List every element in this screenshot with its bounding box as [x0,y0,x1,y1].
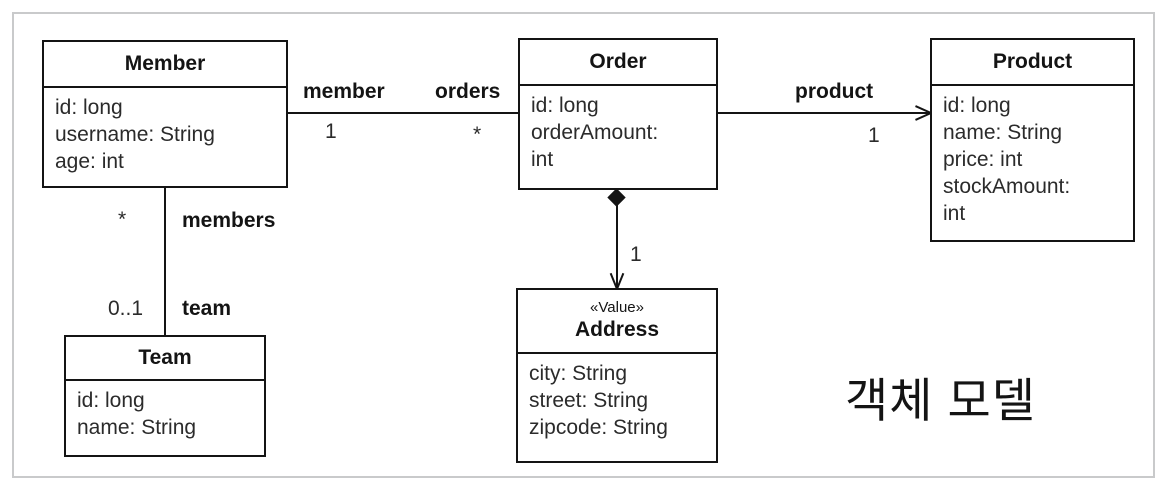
association-multiplicity-team: 0..1 [108,297,144,320]
class-attributes-address: city: String street: String zipcode: Str… [518,354,716,461]
attribute-row: stockAmount: [943,175,1071,198]
class-header-team: Team [66,337,264,381]
association-line-order-product [718,112,930,114]
attribute-row: age: int [55,150,124,173]
class-attributes-order: id: long orderAmount: int [520,86,716,188]
class-name-product: Product [992,49,1073,73]
attribute-row: name: String [943,121,1063,144]
class-box-team[interactable]: Team id: long name: String [64,335,266,457]
attribute-row: username: String [55,123,215,146]
association-role-orders: orders [435,80,501,103]
class-header-address: «Value» Address [518,290,716,354]
attribute-row: id: long [55,96,123,119]
attribute-row: zipcode: String [529,416,668,439]
attribute-row: street: String [529,389,649,412]
class-header-member: Member [44,42,286,88]
class-name-team: Team [138,345,192,369]
association-role-member: member [303,80,385,103]
attribute-row: int [531,148,554,171]
class-box-order[interactable]: Order id: long orderAmount: int [518,38,718,190]
association-multiplicity-product: 1 [868,124,880,147]
association-line-member-order [288,112,519,114]
class-name-address: Address [574,317,660,341]
association-role-team: team [182,297,232,320]
association-line-member-team [164,188,166,335]
attribute-row: id: long [943,94,1011,117]
association-multiplicity-members: * [118,208,127,231]
attribute-row: id: long [77,389,145,412]
class-stereotype-address: «Value» [590,298,644,316]
diagram-caption: 객체 모델 [845,374,1037,427]
attribute-row: int [943,202,966,225]
class-box-address[interactable]: «Value» Address city: String street: Str… [516,288,718,463]
composition-line-order-address [616,198,618,288]
class-name-member: Member [124,51,206,75]
association-multiplicity-orders: * [473,123,482,146]
class-attributes-team: id: long name: String [66,381,264,455]
attribute-row: price: int [943,148,1023,171]
class-name-order: Order [589,49,647,73]
class-header-product: Product [932,40,1133,86]
diagram-frame [12,12,1155,478]
attribute-row: name: String [77,416,197,439]
composition-multiplicity-address: 1 [630,243,642,266]
association-role-product: product [795,80,874,103]
association-role-members: members [182,209,276,232]
class-header-order: Order [520,40,716,86]
attribute-row: id: long [531,94,599,117]
association-multiplicity-member: 1 [325,120,337,143]
class-attributes-member: id: long username: String age: int [44,88,286,186]
class-box-product[interactable]: Product id: long name: String price: int… [930,38,1135,242]
class-attributes-product: id: long name: String price: int stockAm… [932,86,1133,240]
attribute-row: orderAmount: [531,121,659,144]
attribute-row: city: String [529,362,628,385]
class-box-member[interactable]: Member id: long username: String age: in… [42,40,288,188]
